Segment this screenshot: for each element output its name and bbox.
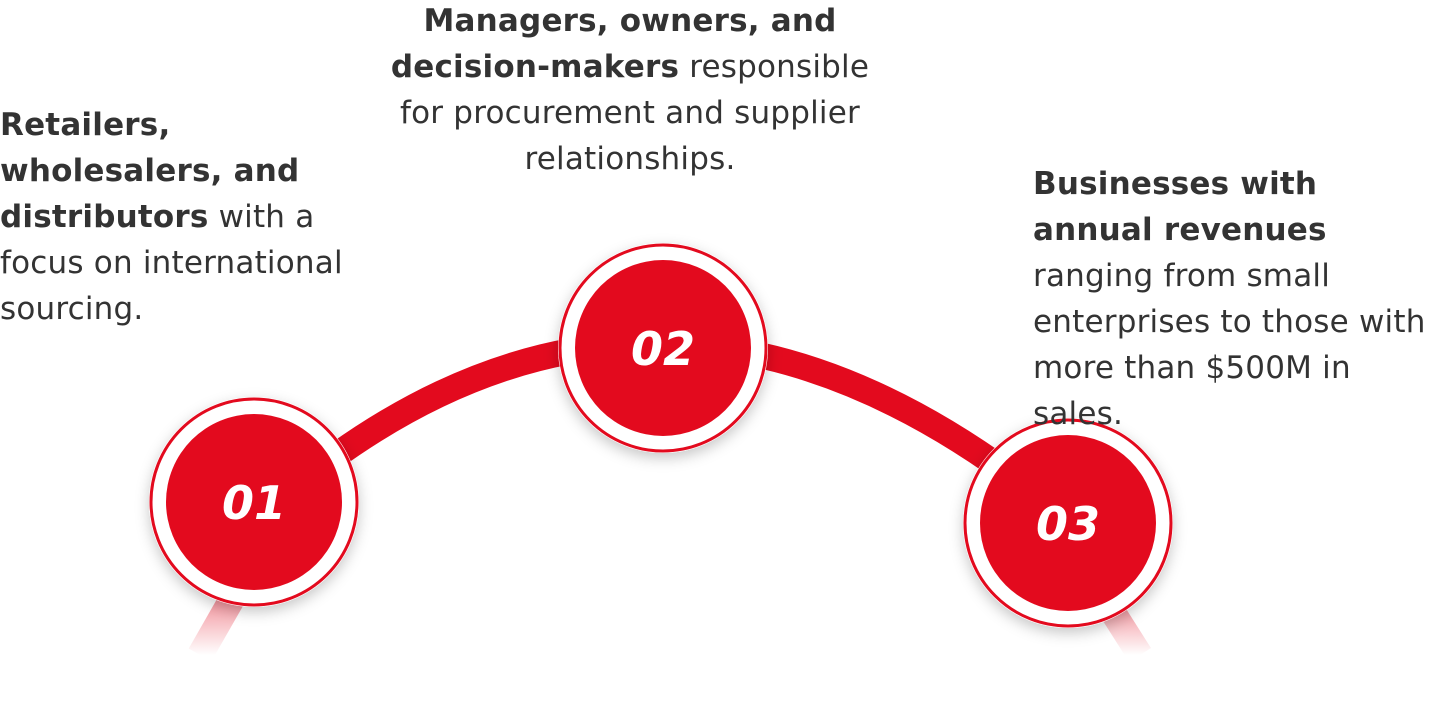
step-rest-text: ranging from small enterprises to those … bbox=[1033, 258, 1426, 432]
step-bold-text: Managers, owners, and decision-makers bbox=[390, 3, 837, 85]
step-node-01: 01 bbox=[149, 397, 359, 607]
step-node-02: 02 bbox=[558, 243, 768, 453]
step-number-03: 03 bbox=[1036, 497, 1100, 551]
step-bold-text: Retailers, wholesalers, and distributors bbox=[0, 107, 300, 235]
step-description-01: Retailers, wholesalers, and distributors… bbox=[0, 102, 390, 332]
step-number-01: 01 bbox=[222, 476, 286, 530]
step-bold-text: Businesses with annual revenues bbox=[1033, 166, 1327, 248]
step-description-03: Businesses with annual revenues ranging … bbox=[1033, 161, 1443, 437]
step-rest-text: with a focus on international sourcing. bbox=[0, 199, 343, 327]
step-node-03: 03 bbox=[963, 418, 1173, 628]
step-number-02: 02 bbox=[631, 322, 695, 376]
step-rest-text: responsible for procurement and supplier… bbox=[400, 49, 870, 177]
step-description-02: Managers, owners, and decision-makers re… bbox=[380, 0, 880, 182]
